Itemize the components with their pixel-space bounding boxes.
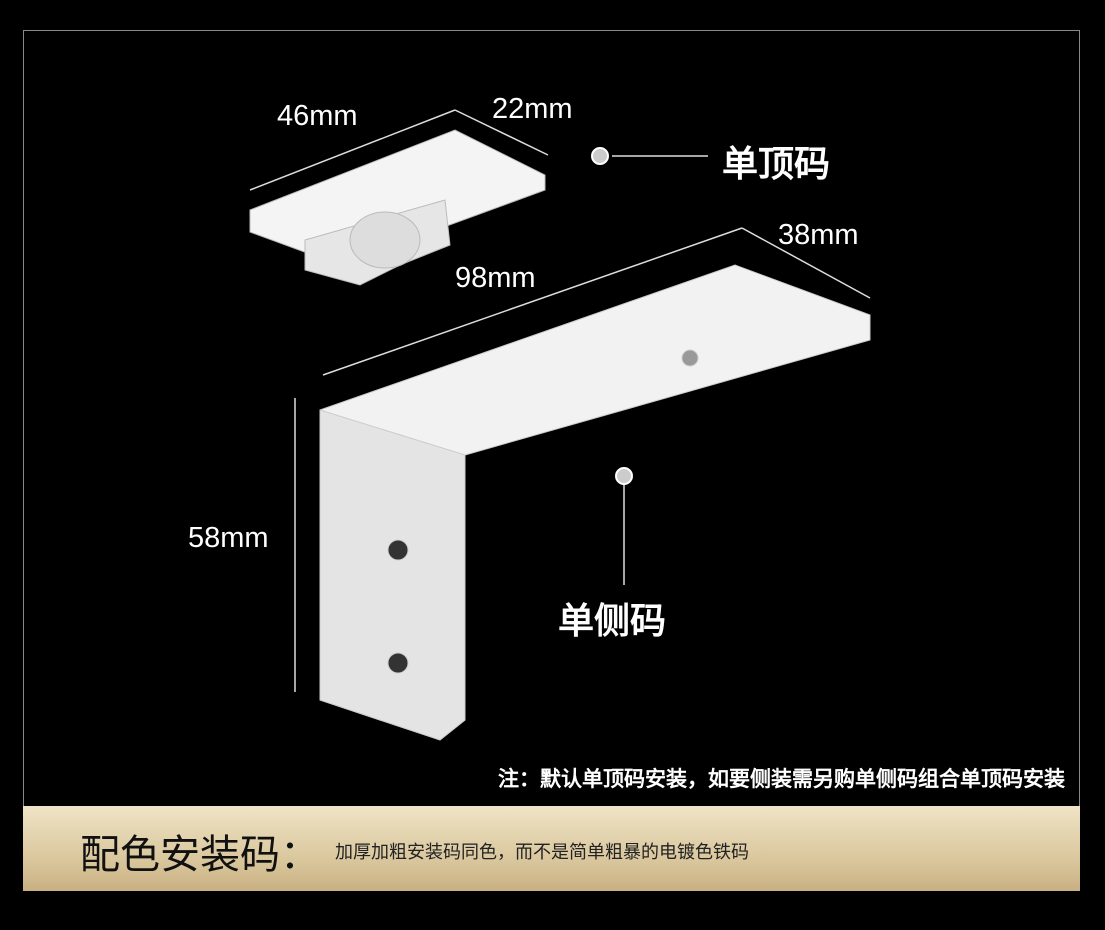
callout-dot-top bbox=[591, 147, 609, 165]
band-text: 加厚加粗安装码同色，而不是简单粗暴的电镀色铁码 bbox=[335, 842, 749, 863]
label-side-bracket: 单侧码 bbox=[558, 600, 667, 642]
dim-98mm: 98mm bbox=[455, 262, 536, 294]
label-top-bracket: 单顶码 bbox=[722, 143, 831, 185]
info-band: 配色安装码： 加厚加粗安装码同色，而不是简单粗暴的电镀色铁码 bbox=[23, 806, 1080, 891]
dim-58mm: 58mm bbox=[188, 522, 269, 554]
frame-border bbox=[23, 30, 1080, 806]
top-bracket-image bbox=[249, 129, 546, 286]
dim-38mm: 38mm bbox=[778, 219, 859, 251]
dim-22mm: 22mm bbox=[492, 93, 573, 125]
install-note: 注：默认单顶码安装，如要侧装需另购单侧码组合单顶码安装 bbox=[498, 766, 1065, 791]
side-bracket-image bbox=[319, 264, 871, 741]
band-title: 配色安装码： bbox=[80, 832, 320, 878]
dimension-lines bbox=[249, 109, 871, 692]
dim-46mm: 46mm bbox=[277, 100, 358, 132]
callout-dot-side bbox=[615, 467, 633, 485]
